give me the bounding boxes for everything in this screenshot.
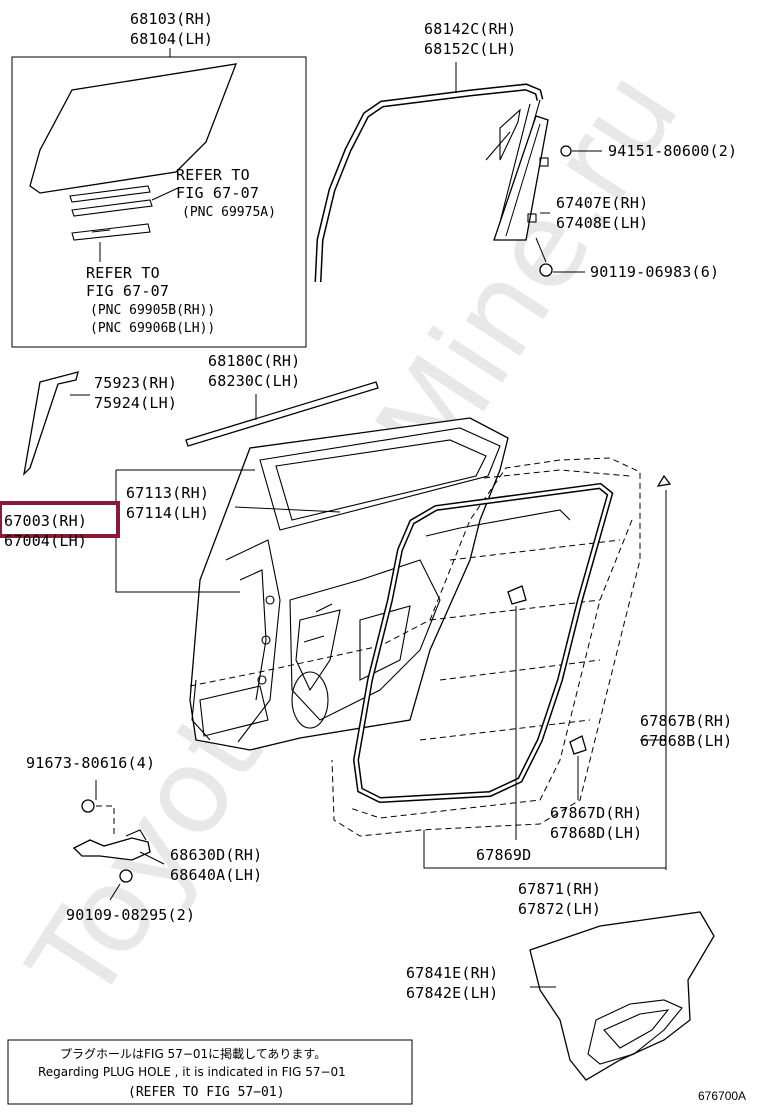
label-ws-lh[interactable]: 67872(LH) bbox=[518, 900, 601, 918]
door-panel-group bbox=[115, 417, 509, 751]
note-line-en: Regarding PLUG HOLE , it is indicated in… bbox=[38, 1065, 346, 1079]
label-ws-b-lh[interactable]: 67868B(LH) bbox=[640, 732, 732, 750]
label-check-lh[interactable]: 68640A(LH) bbox=[170, 866, 262, 884]
label-panel-lh[interactable]: 67114(LH) bbox=[126, 504, 209, 522]
glass-group bbox=[11, 48, 307, 348]
note-line-jp: プラグホールはFIG 57−01に掲載してあります。 bbox=[60, 1046, 326, 1061]
bolt-icon bbox=[119, 869, 133, 883]
highlight-box bbox=[0, 501, 120, 538]
screw-icon bbox=[81, 799, 95, 813]
refer-a-line3: (PNC 69975A) bbox=[182, 205, 276, 220]
clip-icon bbox=[656, 474, 672, 487]
label-run-lh[interactable]: 68152C(LH) bbox=[424, 40, 516, 58]
label-garnish-lh[interactable]: 75924(LH) bbox=[94, 394, 177, 412]
clip-icon bbox=[507, 585, 527, 605]
clip-icon bbox=[569, 735, 587, 755]
clips-group bbox=[423, 474, 672, 870]
label-screw-91673[interactable]: 91673-80616(4) bbox=[26, 754, 155, 772]
refer-b-line2[interactable]: FIG 67-07 bbox=[86, 282, 169, 300]
refer-a-line1: REFER TO bbox=[176, 166, 250, 184]
note-box: プラグホールはFIG 57−01に掲載してあります。 Regarding PLU… bbox=[7, 1039, 413, 1105]
label-run-rh[interactable]: 68142C(RH) bbox=[424, 20, 516, 38]
belt-moulding[interactable] bbox=[185, 381, 379, 447]
dashed-outline bbox=[189, 457, 641, 837]
label-cover-lh[interactable]: 67842E(LH) bbox=[406, 984, 498, 1002]
label-ws-rh[interactable]: 67871(RH) bbox=[518, 880, 601, 898]
weatherstrip-group bbox=[352, 482, 614, 804]
label-frame-rh[interactable]: 67407E(RH) bbox=[556, 194, 648, 212]
label-belt-rh[interactable]: 68180C(RH) bbox=[208, 352, 300, 370]
figure-id: 676700A bbox=[698, 1089, 746, 1103]
service-hole-cover[interactable] bbox=[529, 911, 715, 1081]
bolt-icon bbox=[539, 263, 553, 277]
door-garnish[interactable] bbox=[23, 371, 79, 476]
labels: 68103(RH) 68104(LH) REFER TO FIG 67-07 (… bbox=[4, 10, 737, 1002]
label-bolt-90119[interactable]: 90119-06983(6) bbox=[590, 263, 719, 281]
refer-b-line3: (PNC 69905B(RH)) bbox=[90, 303, 215, 318]
label-door-lh[interactable]: 67004(LH) bbox=[4, 532, 87, 550]
belt-moulding-group bbox=[185, 381, 379, 447]
refer-b-line1: REFER TO bbox=[86, 264, 160, 282]
bolt-icon bbox=[560, 145, 572, 157]
label-ws-b-rh[interactable]: 67867B(RH) bbox=[640, 712, 732, 730]
door-glass[interactable] bbox=[29, 63, 238, 194]
note-line-ref[interactable]: (REFER TO FIG 57−01) bbox=[128, 1085, 285, 1100]
label-ws-d-rh[interactable]: 67867D(RH) bbox=[550, 804, 642, 822]
door-check-group bbox=[72, 780, 165, 901]
label-cover-rh[interactable]: 67841E(RH) bbox=[406, 964, 498, 982]
label-glass-rh[interactable]: 68103(RH) bbox=[130, 10, 213, 28]
rear-door-panel[interactable] bbox=[189, 417, 509, 751]
label-clip-67869[interactable]: 67869D bbox=[476, 846, 531, 864]
refer-a-line2[interactable]: FIG 67-07 bbox=[176, 184, 259, 202]
cover-group bbox=[529, 911, 715, 1081]
label-bolt-94151[interactable]: 94151-80600(2) bbox=[608, 142, 737, 160]
door-check[interactable] bbox=[72, 837, 151, 861]
label-belt-lh[interactable]: 68230C(LH) bbox=[208, 372, 300, 390]
garnish-group bbox=[23, 371, 90, 476]
label-bolt-90109[interactable]: 90109-08295(2) bbox=[66, 906, 195, 924]
label-check-rh[interactable]: 68630D(RH) bbox=[170, 846, 262, 864]
label-ws-d-lh[interactable]: 67868D(LH) bbox=[550, 824, 642, 842]
refer-b-line4: (PNC 69906B(LH)) bbox=[90, 321, 215, 336]
label-garnish-rh[interactable]: 75923(RH) bbox=[94, 374, 177, 392]
label-panel-rh[interactable]: 67113(RH) bbox=[126, 484, 209, 502]
glass-run-group bbox=[314, 62, 602, 283]
rear-door-frame[interactable] bbox=[493, 115, 549, 241]
label-glass-lh[interactable]: 68104(LH) bbox=[130, 30, 213, 48]
label-door-rh[interactable]: 67003(RH) bbox=[4, 512, 87, 530]
label-frame-lh[interactable]: 67408E(LH) bbox=[556, 214, 648, 232]
